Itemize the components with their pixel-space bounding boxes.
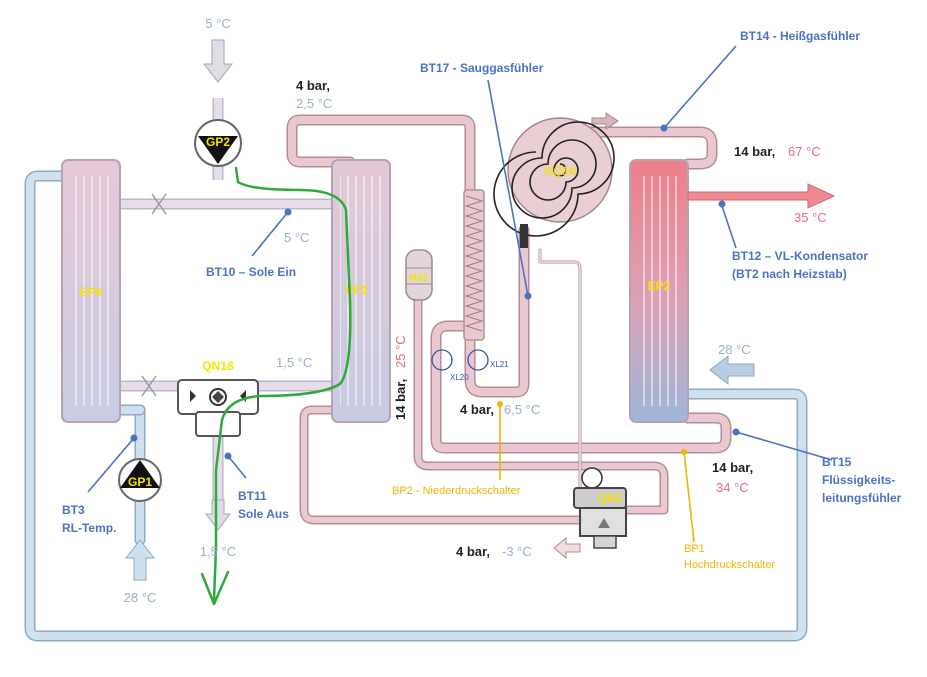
bp2-label: BP2 - Niederdruckschalter: [392, 485, 521, 497]
after-valve-arrow: [553, 536, 581, 560]
ep2-exchanger: EP2: [629, 159, 689, 423]
bp1-label-line2: Hochdruckschalter: [684, 559, 775, 571]
bp1-label-line1: BP1: [684, 543, 705, 555]
xl21-label: XL21: [490, 360, 509, 369]
temp-sole-out: 1,5 °C: [200, 544, 236, 559]
bt17-label: BT17 - Sauggasfühler: [420, 61, 544, 75]
gp1-pump: GP1: [118, 458, 162, 502]
temp-high-mid: 34 °C: [716, 480, 749, 495]
qn1-label: QN1: [598, 491, 623, 505]
pressure-low-mid: 4 bar,: [460, 402, 494, 417]
temp-after-valve: -3 °C: [502, 544, 532, 559]
temp-low-top: 2,5 °C: [296, 96, 332, 111]
hot-water-outlet: [687, 183, 836, 209]
bt15-label-line3: leitungsfühler: [822, 491, 902, 505]
ep6-exchanger: EP6: [61, 159, 121, 423]
bt15-label-line2: Flüssigkeits-: [822, 473, 895, 487]
temp-low-mid: 6,5 °C: [504, 402, 540, 417]
xl-connections: XL20 XL21: [431, 349, 509, 382]
qn18-valve: QN18: [177, 359, 259, 437]
gp1-label: GP1: [128, 475, 152, 489]
pressure-high-mid: 14 bar,: [712, 460, 753, 475]
return-inlet-arrow: [124, 539, 156, 581]
bt3-label-line1: BT3: [62, 503, 85, 517]
refrigerant-pipes: [286, 114, 732, 525]
hot-gas-flow-arrow: [591, 112, 619, 130]
gp2-pump: GP2: [194, 119, 242, 167]
sole-out-arrow: [205, 499, 231, 531]
ep1-label: EP1: [346, 283, 369, 297]
bt12-label-line1: BT12 – VL-Kondensator: [732, 249, 868, 263]
return-water-inlet-arrow: [709, 354, 755, 386]
pressure-vertical: 14 bar,: [393, 379, 408, 420]
bt11-label-line2: Sole Aus: [238, 507, 289, 521]
valve-markers: [141, 193, 167, 397]
temp-bottom-inlet: 28 °C: [124, 590, 157, 605]
qn18-label: QN18: [202, 359, 234, 373]
temp-ep1-top: 5 °C: [284, 230, 309, 245]
internal-heat-exchanger: [463, 189, 485, 341]
switch-dots: [497, 401, 687, 455]
pressure-high-top: 14 bar,: [734, 144, 775, 159]
temp-high-top: 67 °C: [788, 144, 821, 159]
bt10-label: BT10 – Sole Ein: [206, 265, 296, 279]
switch-lines: [499, 404, 695, 543]
bt12-label-line2: (BT2 nach Heizstab): [732, 267, 847, 281]
brine-flow-path: [200, 166, 352, 606]
pressure-after-valve: 4 bar,: [456, 544, 490, 559]
ep2-label: EP2: [648, 279, 671, 293]
hs1-receiver: HS1: [405, 249, 433, 301]
pressure-low-top: 4 bar,: [296, 78, 330, 93]
temp-top-inlet: 5 °C: [205, 16, 230, 31]
annotation-dots: [130, 124, 740, 460]
gq10-compressor: GQ10: [493, 117, 615, 248]
temp-ep2-outlet: 35 °C: [794, 210, 827, 225]
temp-ep1-bottom: 1,5 °C: [276, 355, 312, 370]
ep6-label: EP6: [80, 285, 103, 299]
gq10-label: GQ10: [544, 164, 576, 178]
hs1-label: HS1: [409, 273, 429, 284]
vertical-pressure-label: 14 bar, 25 °C: [393, 335, 408, 420]
temp-ep2-inlet: 28 °C: [718, 342, 751, 357]
bt11-label-line1: BT11: [238, 489, 267, 503]
gp2-label: GP2: [206, 135, 230, 149]
brine-inlet-arrow: [202, 39, 234, 83]
qn1-expansion-valve: QN1: [573, 467, 627, 549]
bt3-label-line2: RL-Temp.: [62, 521, 116, 535]
xl20-label: XL20: [450, 373, 469, 382]
annotation-lines: [87, 45, 833, 493]
temp-vertical: 25 °C: [393, 335, 408, 368]
bt14-label: BT14 - Heißgasfühler: [740, 29, 860, 43]
bt15-label-line1: BT15: [822, 455, 852, 469]
